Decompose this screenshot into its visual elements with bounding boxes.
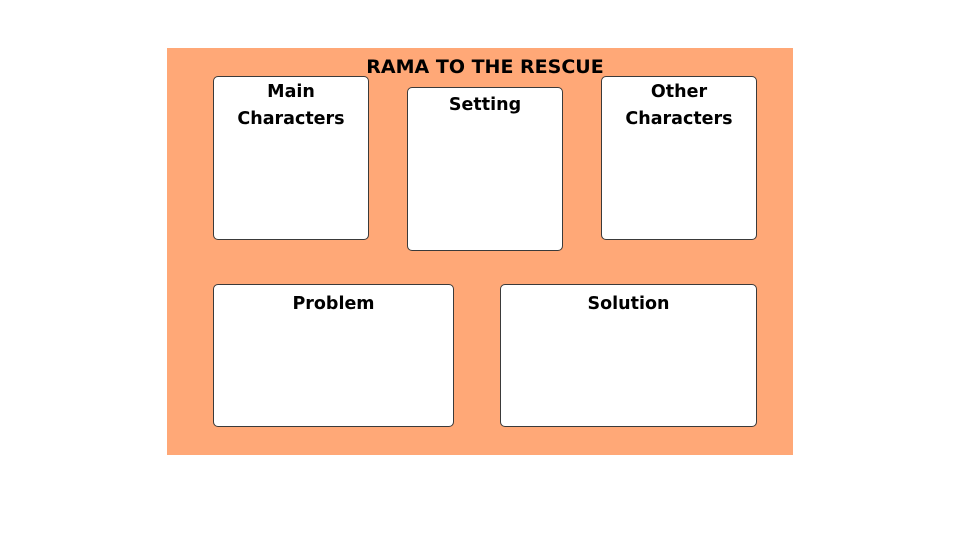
setting-box[interactable]: Setting — [407, 87, 563, 251]
story-map-panel: RAMA TO THE RESCUE Main Characters Setti… — [167, 48, 793, 455]
setting-label: Setting — [448, 95, 522, 115]
other-characters-label: Other Characters — [625, 82, 733, 129]
worksheet-title: RAMA TO THE RESCUE — [366, 56, 604, 78]
problem-label: Problem — [292, 294, 375, 314]
main-characters-label: Main Characters — [237, 82, 345, 129]
solution-box[interactable]: Solution — [500, 284, 757, 427]
other-characters-box[interactable]: Other Characters — [601, 76, 757, 240]
main-characters-box[interactable]: Main Characters — [213, 76, 369, 240]
problem-box[interactable]: Problem — [213, 284, 454, 427]
solution-label: Solution — [587, 294, 670, 314]
